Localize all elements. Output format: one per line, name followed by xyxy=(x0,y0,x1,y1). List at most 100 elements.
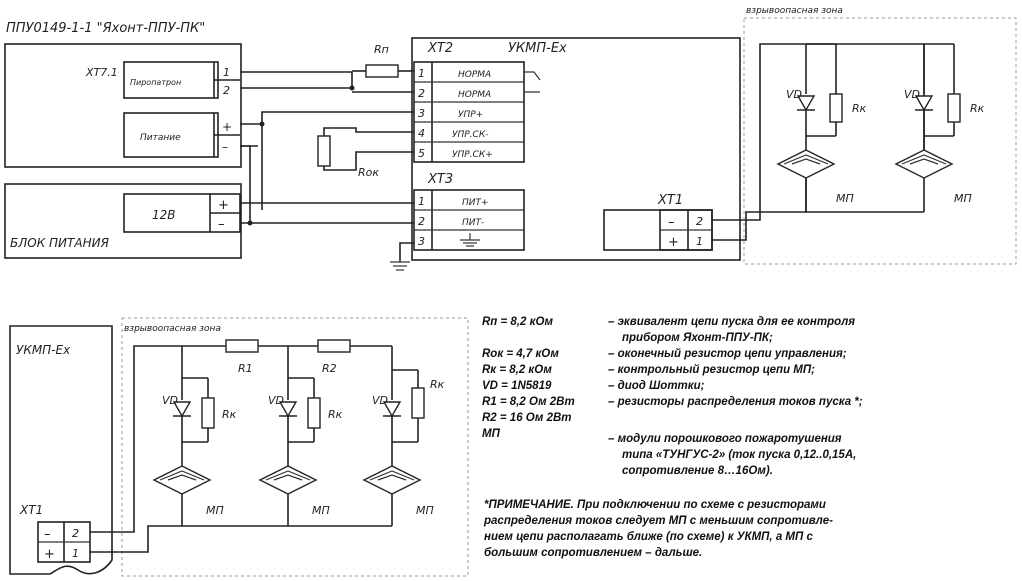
legend-desc-0: – эквивалент цепи пуска для ее контроля xyxy=(608,316,855,328)
svg-text:Rк: Rк xyxy=(222,408,237,421)
mp-module-1 xyxy=(777,149,835,189)
note-line-0: *ПРИМЕЧАНИЕ. При подключении по схеме с … xyxy=(484,499,826,511)
legend-desc-9: сопротивление 8…16Ом). xyxy=(622,465,773,477)
legend-key-7: МП xyxy=(482,428,501,440)
hazard-zone-label-bottom: взрывоопасная зона xyxy=(124,324,221,334)
svg-text:Rк: Rк xyxy=(328,408,343,421)
svg-text:+: + xyxy=(668,235,679,250)
device-title: ППУ0149-1-1 "Яхонт-ППУ-ПК" xyxy=(6,21,205,36)
rk-resistor-2 xyxy=(947,93,961,123)
xt2-label: XT2 xyxy=(427,41,453,56)
rk-resistor-b2 xyxy=(307,397,321,429)
svg-text:МП: МП xyxy=(416,504,434,517)
xt71-label: XT7.1 xyxy=(85,66,118,79)
hazard-zone-top xyxy=(743,17,1017,265)
legend-desc-5: – резисторы распределения токов пуска *; xyxy=(608,396,863,408)
mp-channel-b2: VD Rк МП xyxy=(259,346,343,526)
note-line-3: большим сопротивлением – дальше. xyxy=(484,547,702,559)
ukmp-box xyxy=(411,37,741,261)
svg-text:VD: VD xyxy=(786,88,802,101)
svg-text:Rк: Rк xyxy=(430,378,445,391)
xt1-label-bottom: XT1 xyxy=(19,503,43,517)
xt2-upr-plus: УПР+ xyxy=(458,110,483,120)
xt3-pit-minus: ПИТ- xyxy=(462,218,484,228)
xt2-upr-sk-minus: УПР.СК- xyxy=(452,130,488,140)
svg-text:2: 2 xyxy=(418,87,425,100)
svg-text:2: 2 xyxy=(418,215,425,228)
svg-text:МП: МП xyxy=(206,504,224,517)
svg-text:VD: VD xyxy=(268,394,284,407)
power-minus: – xyxy=(222,140,228,154)
ukmp-box-bottom xyxy=(9,325,113,575)
hazard-zone-label-top: взрывоопасная зона xyxy=(746,6,843,16)
legend-key-3: Rк = 8,2 кОм xyxy=(482,364,552,376)
ukmp-title-bottom: УКМП-Ex xyxy=(16,343,71,357)
svg-text:VD: VD xyxy=(162,394,178,407)
legend-desc-8: типа «ТУНГУС-2» (ток пуска 0,12..0,15А, xyxy=(622,449,856,461)
svg-text:3: 3 xyxy=(418,107,425,120)
pyro-pin-2: 2 xyxy=(223,84,230,97)
mp-module-b2 xyxy=(259,465,317,505)
svg-text:–: – xyxy=(668,215,675,230)
psu-minus: – xyxy=(218,217,225,232)
xt2-norma-1: НОРМА xyxy=(458,70,491,80)
psu-voltage: 12В xyxy=(152,208,176,222)
mp-module-b3 xyxy=(363,465,421,505)
legend-key-4: VD = 1N5819 xyxy=(482,380,552,392)
svg-text:1: 1 xyxy=(418,67,425,80)
note-line-1: распределения токов следует МП с меньшим… xyxy=(483,515,833,527)
svg-text:–: – xyxy=(44,527,51,542)
svg-text:+: + xyxy=(44,547,55,562)
svg-text:1: 1 xyxy=(418,195,425,208)
r1-label: R1 xyxy=(238,362,253,375)
svg-text:МП: МП xyxy=(954,192,972,205)
pyro-pin-1: 1 xyxy=(223,66,230,79)
rok-resistor xyxy=(317,135,331,167)
svg-text:2: 2 xyxy=(696,215,703,228)
mp-channel-b3: VD Rк МП xyxy=(363,346,445,526)
xt1-label: XT1 xyxy=(657,193,683,208)
svg-text:МП: МП xyxy=(836,192,854,205)
rk-resistor-b3 xyxy=(411,387,425,419)
ukmp-title: УКМП-Ex xyxy=(508,41,567,56)
mp-channel-1: VD Rк МП xyxy=(777,43,867,205)
rok-label: Rок xyxy=(358,166,379,179)
note: *ПРИМЕЧАНИЕ. При подключении по схеме с … xyxy=(483,499,833,559)
svg-text:МП: МП xyxy=(312,504,330,517)
svg-text:VD: VD xyxy=(904,88,920,101)
legend-key-2: Rок = 4,7 кОм xyxy=(482,348,559,360)
mp-module-b1 xyxy=(153,465,211,505)
rp-resistor xyxy=(365,64,399,78)
power-label: Питание xyxy=(140,133,181,143)
svg-text:Rк: Rк xyxy=(852,102,867,115)
rk-resistor-1 xyxy=(829,93,843,123)
rk-resistor-b1 xyxy=(201,397,215,429)
legend-key-5: R1 = 8,2 Ом 2Вт xyxy=(482,396,575,408)
svg-text:1: 1 xyxy=(696,235,703,248)
xt2-upr-sk-plus: УПР.СК+ xyxy=(452,150,493,160)
r1-resistor xyxy=(225,339,259,353)
mp-channel-2: VD Rк МП xyxy=(895,43,985,205)
legend-desc-3: – контрольный резистор цепи МП; xyxy=(608,364,815,376)
hazard-zone-bottom xyxy=(121,317,469,577)
legend-desc-2: – оконечный резистор цепи управления; xyxy=(608,348,847,360)
mp-channel-b1: VD Rк МП xyxy=(153,346,237,526)
xt3-block xyxy=(413,189,525,251)
psu-box xyxy=(4,183,242,259)
svg-text:VD: VD xyxy=(372,394,388,407)
svg-text:3: 3 xyxy=(418,235,425,248)
note-line-2: нием цепи располагать ближе (по схеме) к… xyxy=(484,531,813,543)
psu-plus: + xyxy=(218,198,229,213)
yakhont-box xyxy=(4,43,242,168)
svg-text:Rк: Rк xyxy=(970,102,985,115)
legend-desc-4: – диод Шоттки; xyxy=(608,380,705,392)
legend-desc-1: прибором Яхонт-ППУ-ПК; xyxy=(622,332,773,344)
legend-key-6: R2 = 16 Ом 2Вт xyxy=(482,412,572,424)
pyro-label: Пиропатрон xyxy=(130,78,181,87)
power-plus: + xyxy=(222,120,232,134)
mp-module-2 xyxy=(895,149,953,189)
svg-text:4: 4 xyxy=(418,127,425,140)
legend-key-0: Rп = 8,2 кОм xyxy=(482,316,554,328)
xt2-norma-2: НОРМА xyxy=(458,90,491,100)
legend: Rп = 8,2 кОм – эквивалент цепи пуска для… xyxy=(482,316,863,477)
